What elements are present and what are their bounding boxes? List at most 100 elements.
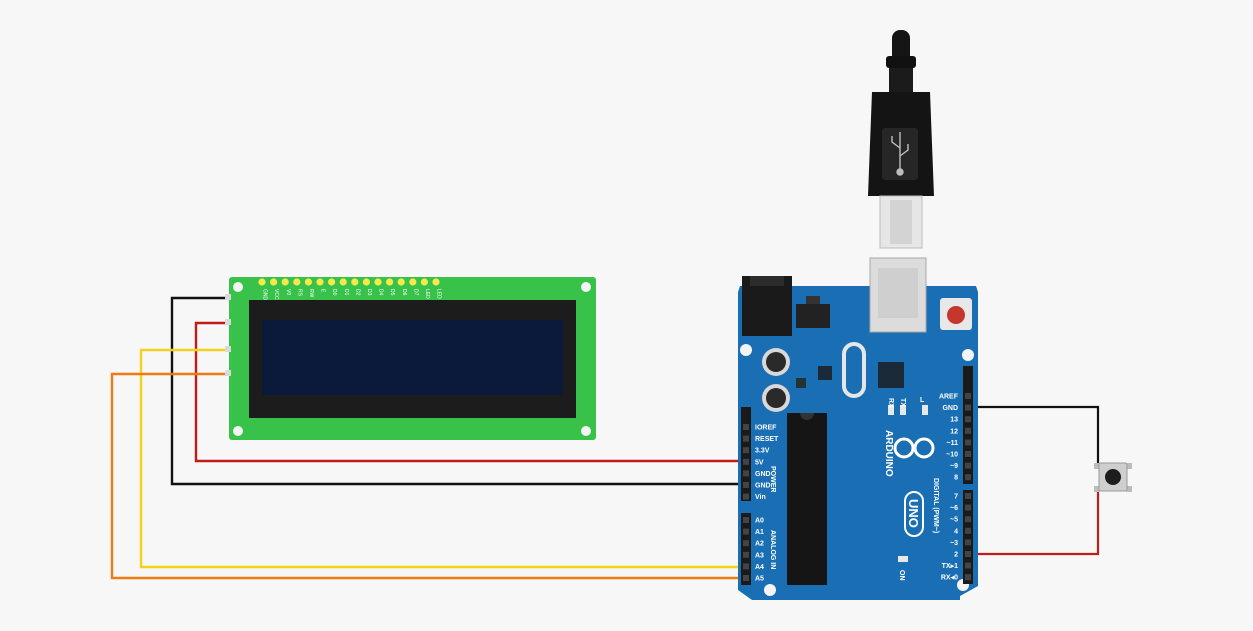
- pin-label: GND: [942, 405, 958, 412]
- lcd-pin[interactable]: [386, 278, 394, 286]
- header-pin[interactable]: [743, 575, 749, 581]
- pin-label: ~10: [946, 452, 958, 459]
- header-pin[interactable]: [743, 540, 749, 547]
- lcd-pin[interactable]: [432, 278, 440, 286]
- power-header-title: POWER: [769, 466, 776, 492]
- lcd-pin-label: D7: [412, 289, 418, 296]
- digital-header-top: [963, 366, 973, 484]
- lcd-pin[interactable]: [270, 278, 278, 286]
- lcd-pin-label: D3: [366, 289, 372, 296]
- pin-label: 13: [950, 417, 958, 424]
- header-pin[interactable]: [743, 528, 749, 535]
- lcd-pin[interactable]: [362, 278, 370, 286]
- header-pin[interactable]: [965, 516, 971, 523]
- pin-label: 3.3V: [755, 448, 770, 455]
- usb-cable: [868, 30, 934, 249]
- header-pin[interactable]: [965, 416, 971, 423]
- pin-label: A0: [755, 518, 764, 525]
- pin-label: 8: [954, 475, 958, 482]
- header-pin[interactable]: [965, 451, 971, 457]
- pin-label: 4: [954, 528, 958, 535]
- arduino-logo: [893, 437, 935, 459]
- pin-label: A1: [755, 529, 764, 536]
- pin-label: RESET: [755, 436, 779, 443]
- lcd-pin-label: E: [320, 289, 326, 293]
- lcd-screen: [262, 320, 563, 395]
- pin-label: AREF: [939, 394, 959, 401]
- lcd-pin[interactable]: [293, 278, 301, 286]
- lcd-pin[interactable]: [258, 278, 266, 286]
- wire-lcd-gnd: [170, 296, 745, 486]
- lcd-pin-label: RW: [308, 289, 314, 298]
- header-pin[interactable]: [743, 470, 749, 477]
- header-pin[interactable]: [965, 527, 971, 534]
- lcd-pin[interactable]: [328, 278, 336, 286]
- header-pin[interactable]: [743, 551, 749, 558]
- push-button[interactable]: [1094, 462, 1132, 492]
- lcd-pin-label: VCC: [273, 289, 279, 300]
- pin-label: 7: [954, 494, 958, 501]
- header-pin[interactable]: [965, 427, 971, 434]
- led-label-rx: RX: [887, 398, 894, 408]
- header-pin[interactable]: [743, 447, 749, 454]
- pin-label: GND: [755, 471, 771, 478]
- pin-label: IOREF: [755, 425, 777, 432]
- analog-header-title: ANALOG IN: [769, 530, 776, 569]
- on-label: ON: [898, 570, 905, 581]
- header-pin[interactable]: [965, 539, 971, 546]
- lcd-pin[interactable]: [420, 278, 428, 286]
- pin-label: ~5: [950, 517, 958, 524]
- header-pin[interactable]: [743, 493, 749, 500]
- header-pin[interactable]: [965, 474, 971, 481]
- pin-label: ~9: [950, 463, 958, 470]
- header-pin[interactable]: [965, 562, 971, 569]
- pin-label: 2: [954, 552, 958, 559]
- lcd-pin[interactable]: [374, 278, 382, 286]
- lcd-pin[interactable]: [409, 278, 417, 286]
- lcd-pin-label: LED: [436, 289, 442, 299]
- header-pin[interactable]: [743, 517, 749, 523]
- lcd-pin-label: V0: [285, 289, 291, 295]
- lcd-pin-label: D2: [354, 289, 360, 296]
- header-pin[interactable]: [965, 574, 971, 581]
- header-pin[interactable]: [743, 435, 749, 442]
- lcd-pin[interactable]: [351, 278, 359, 286]
- lcd-pin-label: LED: [424, 289, 430, 299]
- led-label-l: L: [920, 397, 925, 404]
- lcd-pin-label: GND: [262, 289, 268, 301]
- brand-label: ARDUINO: [883, 430, 894, 477]
- wire-lcd-scl: [110, 372, 745, 580]
- pin-label: RX◂0: [941, 575, 958, 582]
- pin-label: ~3: [950, 540, 958, 547]
- pin-label: 5V: [755, 459, 764, 466]
- header-pin[interactable]: [965, 551, 971, 557]
- lcd-pin-label: D5: [389, 289, 395, 296]
- pin-label: TX▸1: [942, 563, 958, 570]
- wire-lcd-vcc: [194, 321, 745, 463]
- digital-header-title: DIGITAL (PWM~): [932, 478, 939, 533]
- pin-label: 12: [950, 428, 958, 435]
- lcd-pin[interactable]: [316, 278, 324, 286]
- header-pin[interactable]: [743, 482, 749, 488]
- header-pin[interactable]: [965, 404, 971, 411]
- lcd-pin[interactable]: [304, 278, 312, 286]
- wire-button-d2: [968, 488, 1100, 556]
- header-pin[interactable]: [743, 424, 749, 430]
- header-pin[interactable]: [743, 458, 749, 465]
- lcd-pin[interactable]: [281, 278, 289, 286]
- header-pin[interactable]: [965, 462, 971, 469]
- lcd-pin[interactable]: [397, 278, 405, 286]
- header-pin[interactable]: [965, 393, 971, 399]
- header-pin[interactable]: [743, 563, 749, 570]
- header-pin[interactable]: [965, 493, 971, 499]
- arduino-uno-board: RX TX L ARDUINO UNO ON POWER ANALOG IN D…: [738, 257, 978, 600]
- header-pin[interactable]: [965, 439, 971, 446]
- pin-label: ~6: [950, 505, 958, 512]
- header-pin[interactable]: [965, 504, 971, 511]
- lcd-pin[interactable]: [339, 278, 347, 286]
- atmega-chip: [787, 413, 827, 585]
- lcd-pin-label: D1: [343, 289, 349, 296]
- model-label: UNO: [906, 499, 921, 528]
